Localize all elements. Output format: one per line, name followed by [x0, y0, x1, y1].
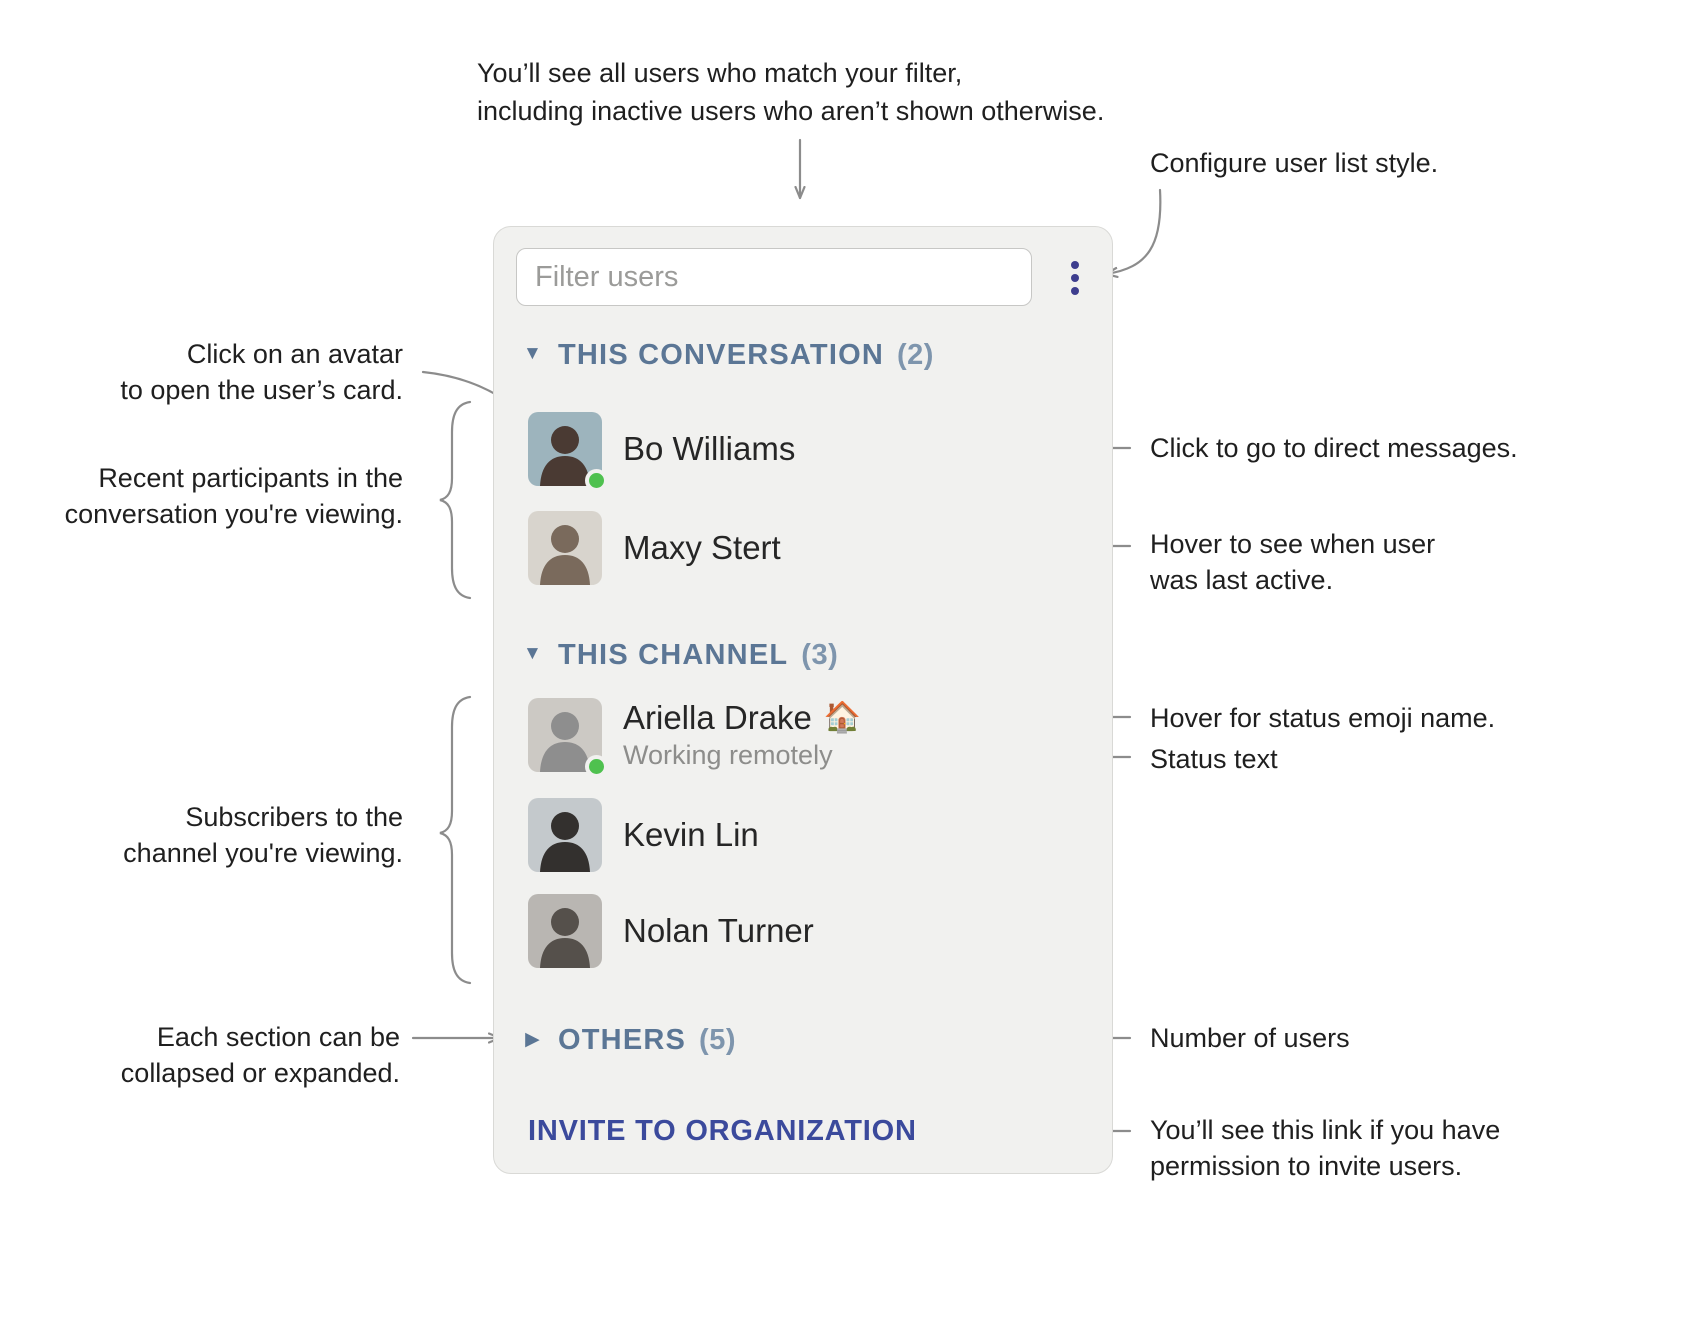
- invite-to-organization-link[interactable]: INVITE TO ORGANIZATION: [528, 1115, 917, 1147]
- user-name[interactable]: Maxy Stert: [623, 529, 781, 566]
- user-row-kevin-lin[interactable]: Kevin Lin: [528, 798, 759, 872]
- avatar[interactable]: [528, 698, 608, 778]
- section-header-this-channel[interactable]: ▼ THIS CHANNEL (3): [521, 637, 838, 673]
- section-label: OTHERS: [558, 1023, 687, 1056]
- user-row-nolan-turner[interactable]: Nolan Turner: [528, 894, 814, 968]
- section-label: THIS CHANNEL: [558, 638, 789, 671]
- kebab-menu-icon[interactable]: [1057, 255, 1093, 301]
- presence-online-icon: [585, 469, 608, 492]
- section-count: (5): [699, 1023, 736, 1056]
- user-row-bo-williams[interactable]: Bo Williams: [528, 412, 796, 492]
- section-header-others[interactable]: ▶ OTHERS (5): [521, 1022, 736, 1058]
- user-name[interactable]: Kevin Lin: [623, 816, 759, 853]
- avatar[interactable]: [528, 412, 608, 492]
- user-name[interactable]: Nolan Turner: [623, 912, 814, 949]
- triangle-expanded-icon: ▼: [522, 343, 543, 364]
- kebab-dot: [1071, 261, 1079, 269]
- user-meta: Ariella Drake 🏠 Working remotely: [623, 699, 861, 771]
- name-line: Ariella Drake 🏠: [623, 699, 861, 737]
- section-count: (2): [897, 338, 934, 371]
- annotation-subscribers: Subscribers to the channel you're viewin…: [123, 802, 403, 868]
- user-list-panel: ▼ THIS CONVERSATION (2) Bo Williams Maxy…: [493, 226, 1113, 1174]
- annotation-participants: Recent participants in the conversation …: [64, 463, 403, 529]
- user-name[interactable]: Bo Williams: [623, 430, 796, 467]
- avatar[interactable]: [528, 511, 602, 585]
- filter-users-input[interactable]: [516, 248, 1032, 306]
- triangle-collapsed-icon: ▶: [525, 1028, 541, 1050]
- section-count: (3): [801, 638, 839, 671]
- user-row-maxy-stert[interactable]: Maxy Stert: [528, 511, 781, 585]
- annotation-invite-link: You’ll see this link if you have permiss…: [1150, 1115, 1501, 1181]
- annotation-status-text: Status text: [1150, 744, 1278, 774]
- annotation-collapse: Each section can be collapsed or expande…: [120, 1022, 400, 1088]
- user-row-ariella-drake[interactable]: Ariella Drake 🏠 Working remotely: [528, 698, 861, 778]
- annotation-configure-style: Configure user list style.: [1150, 148, 1439, 178]
- section-header-this-conversation[interactable]: ▼ THIS CONVERSATION (2): [521, 337, 934, 373]
- section-label: THIS CONVERSATION: [558, 338, 884, 371]
- annotation-user-count: Number of users: [1150, 1023, 1350, 1053]
- avatar[interactable]: [528, 798, 602, 872]
- annotation-avatar-card: Click on an avatar to open the user’s ca…: [120, 339, 403, 405]
- status-emoji[interactable]: 🏠: [823, 701, 862, 734]
- annotation-direct-messages: Click to go to direct messages.: [1150, 433, 1518, 463]
- annotation-last-active: Hover to see when user was last active.: [1150, 529, 1436, 595]
- user-name[interactable]: Ariella Drake: [623, 699, 812, 736]
- annotation-status-emoji: Hover for status emoji name.: [1150, 703, 1496, 733]
- annotation-filter-results: You’ll see all users who match your filt…: [477, 58, 1105, 126]
- status-text: Working remotely: [623, 740, 833, 770]
- kebab-dot: [1071, 287, 1079, 295]
- kebab-dot: [1071, 274, 1079, 282]
- presence-online-icon: [585, 755, 608, 778]
- avatar[interactable]: [528, 894, 602, 968]
- triangle-expanded-icon: ▼: [522, 643, 543, 664]
